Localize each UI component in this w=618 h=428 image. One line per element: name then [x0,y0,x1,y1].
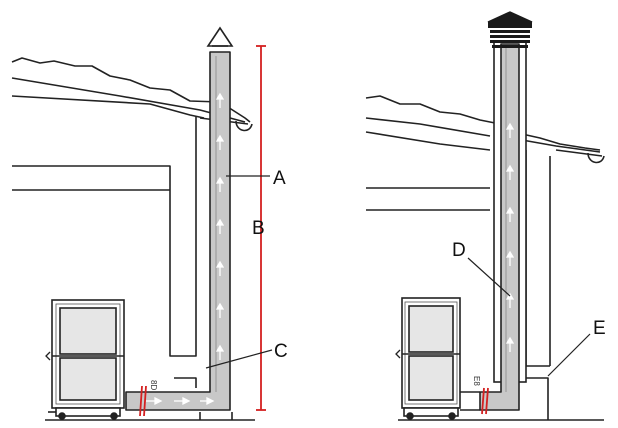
right-pipe-mark: E8 [472,376,481,386]
left-up-arrows [215,92,225,360]
left-roof-soffit [11,95,205,119]
right-arrow-icon [146,396,163,406]
right-cut-mark-1 [481,387,485,415]
right-arrow-icon [200,396,215,406]
left-cut-mark-1 [139,385,143,417]
up-arrow-icon [215,344,225,360]
left-stove-bottom-panel [59,357,117,401]
up-arrow-icon [215,176,225,192]
leader-e [547,333,591,377]
left-gutter-icon [235,120,253,132]
right-flue-pipe [479,11,533,411]
left-pipe-body [125,51,231,411]
right-stove-top-panel [408,305,454,353]
right-measure [481,387,489,415]
up-arrow-icon [215,92,225,108]
label-e: E [593,318,606,339]
leader-d [467,257,511,297]
label-b: B [252,218,265,239]
right-leaders [467,257,591,377]
right-chimney-cowl-icon [487,11,533,48]
up-arrow-icon [505,336,515,352]
right-stove-base [403,407,459,417]
left-stove-handle [45,351,51,361]
right-roof-eave [365,95,501,125]
up-arrow-icon [215,260,225,276]
left-right-arrows [146,396,215,406]
left-flue-pipe [125,26,234,411]
left-wall-base [174,377,197,388]
up-arrow-icon [505,292,515,308]
up-arrow-icon [505,164,515,180]
left-measure [139,45,266,417]
left-interior-outline [12,116,197,357]
left-cone-cap-icon [206,26,234,47]
right-gutter-icon [587,152,605,164]
up-arrow-icon [505,122,515,138]
right-stove-handle [395,349,401,359]
up-arrow-icon [505,250,515,266]
up-arrow-icon [505,206,515,222]
right-stove-bottom-panel [408,355,454,401]
left-pipe-mark: 8D [149,380,158,390]
left-pellet-stove [45,299,125,420]
right-cut-mark-2 [485,387,489,415]
right-roof-soffit [365,131,491,151]
up-arrow-icon [215,218,225,234]
left-stove-top-panel [59,307,117,355]
up-arrow-icon [215,302,225,318]
label-d: D [452,240,466,261]
right-up-arrows [505,122,515,352]
left-leaders [205,175,273,369]
up-arrow-icon [215,134,225,150]
label-a: A [273,168,286,189]
right-arrow-icon [174,396,191,406]
right-roof-eave-2 [521,133,601,151]
right-gutter-line [555,149,603,157]
left-cut-mark-2 [143,385,147,417]
right-roof-underside-2 [521,139,601,153]
right-roof-underside [365,117,491,137]
leader-c [205,349,273,369]
left-floor-step [199,412,233,420]
right-pellet-stove [395,297,480,420]
label-c: C [274,341,288,362]
